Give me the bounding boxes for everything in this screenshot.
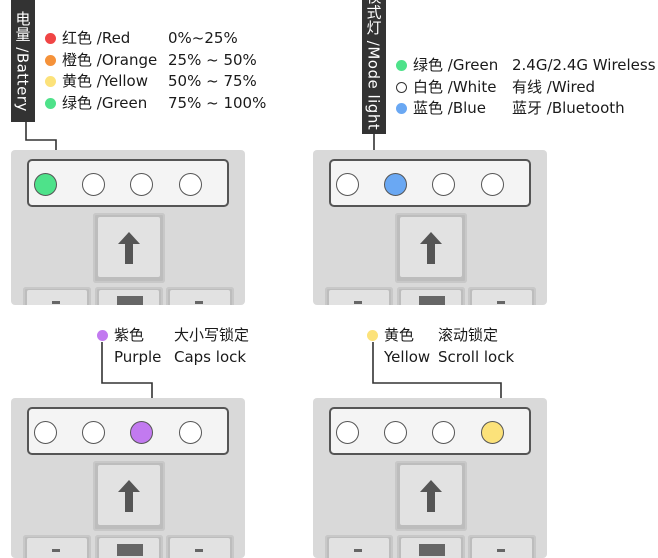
led-indicator-4 bbox=[481, 421, 504, 444]
key-cap bbox=[27, 290, 87, 305]
caps-panel bbox=[11, 398, 245, 558]
key-cap bbox=[329, 538, 389, 558]
mode-light-label: 模式灯 /Mode light bbox=[362, 0, 386, 134]
mode-description: 有线 /Wired bbox=[512, 77, 596, 96]
led-indicator-2 bbox=[384, 421, 407, 444]
key-symbol-fragment bbox=[419, 296, 445, 305]
red-dot-icon bbox=[45, 33, 56, 45]
led-indicator-1 bbox=[34, 421, 57, 444]
caps-legend: 紫色 大小写锁定 Purple Caps lock bbox=[97, 325, 249, 368]
key-cap bbox=[329, 290, 389, 305]
battery-color-name: 绿色 /Green bbox=[62, 93, 148, 112]
purple-dot-icon bbox=[97, 330, 108, 342]
key-cap bbox=[27, 538, 87, 558]
mode-color-name: 蓝色 /Blue bbox=[413, 99, 487, 117]
caps-legend-row-en: Purple Caps lock bbox=[97, 347, 249, 369]
key-symbol-fragment bbox=[195, 301, 203, 304]
scroll-color-cn: 黄色 bbox=[384, 326, 415, 344]
mode-color-name: 白色 /White bbox=[413, 77, 497, 96]
led-indicator-4 bbox=[179, 421, 202, 444]
caps-legend-row-cn: 紫色 大小写锁定 bbox=[97, 325, 249, 347]
scroll-panel bbox=[313, 398, 547, 558]
battery-color-name: 红色 /Red bbox=[62, 29, 131, 47]
key-symbol-fragment bbox=[117, 544, 143, 556]
led-indicator-1 bbox=[34, 173, 57, 196]
led-indicator-2 bbox=[82, 421, 105, 444]
key-symbol-fragment bbox=[52, 549, 60, 552]
yellow-dot-icon bbox=[367, 330, 378, 342]
led-indicator-2 bbox=[82, 173, 105, 196]
key-symbol-fragment bbox=[354, 549, 362, 552]
blue-dot-icon bbox=[396, 103, 407, 115]
orange-dot-icon bbox=[45, 54, 56, 66]
mode-description: 2.4G/2.4G Wireless bbox=[512, 56, 656, 74]
yellow-dot-icon bbox=[45, 76, 56, 88]
caps-function-cn: 大小写锁定 bbox=[174, 326, 250, 344]
led-indicator-4 bbox=[481, 173, 504, 196]
battery-color-name: 黄色 /Yellow bbox=[62, 72, 149, 90]
battery-panel bbox=[11, 150, 245, 305]
mode-description: 蓝牙 /Bluetooth bbox=[512, 99, 625, 117]
battery-range: 25% ~ 50% bbox=[168, 50, 257, 69]
key-symbol-fragment bbox=[419, 544, 445, 556]
battery-legend-row-yellow: 黄色 /Yellow 50% ~ 75% bbox=[45, 71, 266, 93]
key-symbol-fragment bbox=[117, 296, 143, 305]
key-symbol-fragment bbox=[497, 549, 505, 552]
key-cap bbox=[170, 290, 230, 305]
led-indicator-3 bbox=[130, 173, 153, 196]
battery-color-name: 橙色 /Orange bbox=[62, 50, 158, 69]
battery-legend-row-orange: 橙色 /Orange 25% ~ 50% bbox=[45, 50, 266, 72]
led-indicator-3 bbox=[432, 173, 455, 196]
mode-light-label-text: 模式灯 /Mode light bbox=[364, 0, 383, 130]
key-symbol-fragment bbox=[497, 301, 505, 304]
battery-range: 75% ~ 100% bbox=[168, 93, 267, 112]
led-indicator-2 bbox=[384, 173, 407, 196]
mode-panel bbox=[313, 150, 547, 305]
mode-legend-row-white: 白色 /White 有线 /Wired bbox=[396, 77, 656, 99]
mode-legend: 绿色 /Green 2.4G/2.4G Wireless 白色 /White 有… bbox=[396, 55, 656, 120]
scroll-legend-row-cn: 黄色 滚动锁定 bbox=[367, 325, 514, 347]
scroll-function-en: Scroll lock bbox=[438, 347, 515, 366]
led-indicator-3 bbox=[130, 421, 153, 444]
up-arrow-icon bbox=[420, 480, 442, 512]
battery-range: 50% ~ 75% bbox=[168, 72, 257, 90]
battery-label-text: 电量 /Battery bbox=[13, 10, 32, 112]
battery-legend-row-green: 绿色 /Green 75% ~ 100% bbox=[45, 93, 266, 115]
mode-color-name: 绿色 /Green bbox=[413, 56, 499, 74]
key-cap bbox=[472, 290, 532, 305]
up-arrow-icon bbox=[118, 232, 140, 264]
caps-color-cn: 紫色 bbox=[114, 326, 145, 344]
green-dot-icon bbox=[396, 60, 407, 72]
battery-legend: 红色 /Red 0%~25% 橙色 /Orange 25% ~ 50% 黄色 /… bbox=[45, 28, 266, 114]
caps-color-en: Purple bbox=[114, 347, 162, 366]
scroll-legend-row-en: Yellow Scroll lock bbox=[367, 347, 514, 369]
battery-label: 电量 /Battery bbox=[11, 0, 35, 122]
key-symbol-fragment bbox=[195, 549, 203, 552]
led-indicator-4 bbox=[179, 173, 202, 196]
scroll-legend: 黄色 滚动锁定 Yellow Scroll lock bbox=[367, 325, 514, 368]
mode-legend-row-blue: 蓝色 /Blue 蓝牙 /Bluetooth bbox=[396, 98, 656, 120]
key-cap bbox=[170, 538, 230, 558]
mode-legend-row-green: 绿色 /Green 2.4G/2.4G Wireless bbox=[396, 55, 656, 77]
white-dot-icon bbox=[396, 81, 407, 93]
led-indicator-1 bbox=[336, 173, 359, 196]
battery-range: 0%~25% bbox=[168, 29, 238, 47]
key-symbol-fragment bbox=[52, 301, 60, 304]
up-arrow-icon bbox=[118, 480, 140, 512]
scroll-color-en: Yellow bbox=[384, 347, 431, 366]
led-indicator-1 bbox=[336, 421, 359, 444]
caps-function-en: Caps lock bbox=[174, 347, 247, 366]
battery-legend-row-red: 红色 /Red 0%~25% bbox=[45, 28, 266, 50]
scroll-function-cn: 滚动锁定 bbox=[438, 326, 499, 344]
led-indicator-3 bbox=[432, 421, 455, 444]
up-arrow-icon bbox=[420, 232, 442, 264]
key-cap bbox=[472, 538, 532, 558]
green-dot-icon bbox=[45, 97, 56, 109]
key-symbol-fragment bbox=[354, 301, 362, 304]
